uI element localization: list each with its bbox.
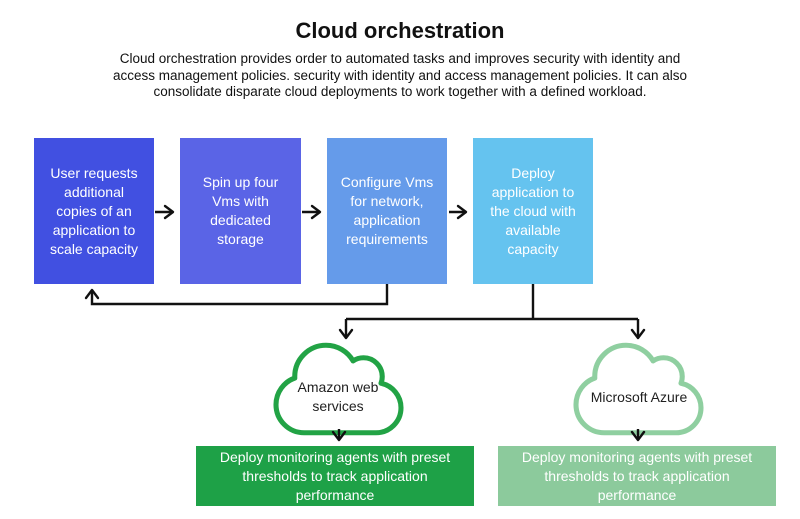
flow-box-deploy-application: Deploy application to the cloud with ava… [473, 138, 593, 284]
flow-box-configure-vms: Configure Vms for network, application r… [327, 138, 447, 284]
page-description: Cloud orchestration provides order to au… [112, 51, 688, 99]
azure-cloud-label: Microsoft Azure [590, 388, 688, 405]
monitoring-box-aws: Deploy monitoring agents with preset thr… [196, 446, 474, 506]
monitoring-box-azure: Deploy monitoring agents with preset thr… [498, 446, 776, 506]
flow-box-label: Deploy application to the cloud with ava… [490, 164, 576, 257]
flow-box-spin-up-vms: Spin up four Vms with dedicated storage [180, 138, 301, 284]
arrow-loopback-box3-to-box1 [84, 284, 389, 306]
flow-box-label: Configure Vms for network, application r… [340, 174, 434, 247]
connector-box4-split [346, 284, 638, 321]
flow-box-label: User requests additional copies of an ap… [50, 164, 138, 257]
flow-box-label: Spin up four Vms with dedicated storage [202, 174, 279, 247]
flow-box-user-requests: User requests additional copies of an ap… [34, 138, 154, 284]
aws-cloud-label: Amazon web services [297, 379, 379, 414]
monitoring-box-label: Deploy monitoring agents with preset thr… [521, 448, 753, 503]
monitoring-box-label: Deploy monitoring agents with preset thr… [219, 448, 451, 503]
page-title: Cloud orchestration [295, 18, 505, 43]
